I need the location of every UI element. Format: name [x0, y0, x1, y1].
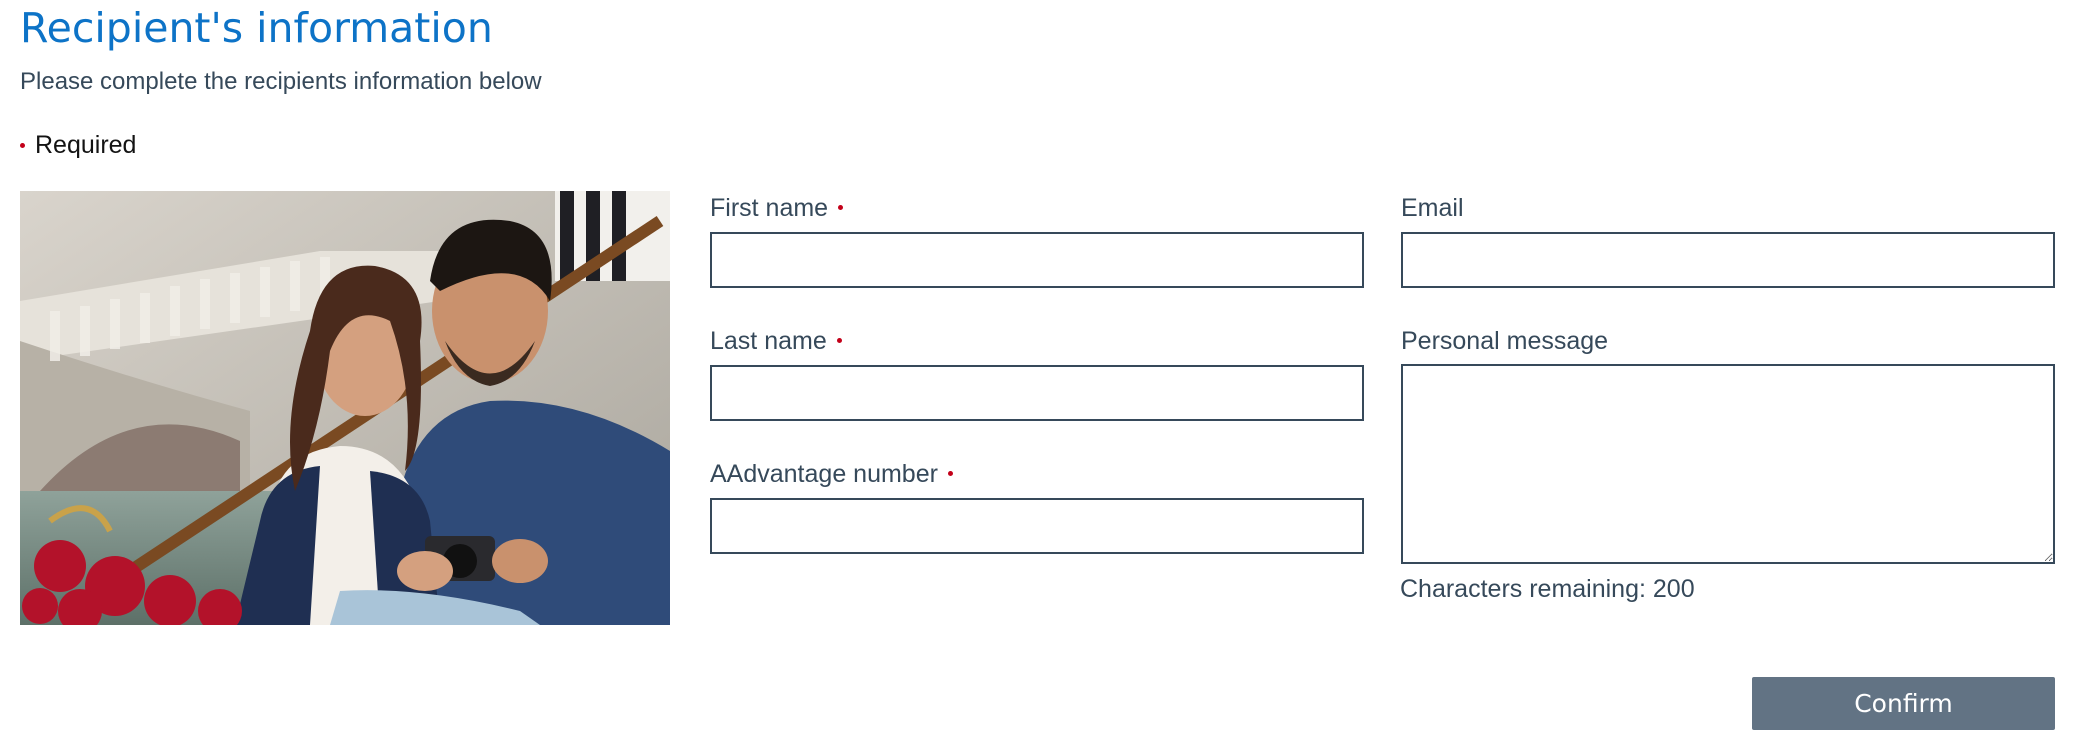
personal-message-label-text: Personal message: [1401, 327, 1609, 355]
required-dot-icon: [836, 337, 842, 343]
email-input[interactable]: [1401, 232, 2055, 288]
page-title: Recipient's information: [20, 4, 493, 52]
required-legend: Required: [20, 131, 136, 160]
characters-remaining: Characters remaining: 200: [1400, 575, 1695, 603]
aadvantage-number-label-text: AAdvantage number: [710, 460, 938, 488]
first-name-label-text: First name: [710, 194, 829, 222]
couple-photo: [20, 191, 670, 625]
personal-message-textarea[interactable]: [1401, 364, 2055, 564]
confirm-button[interactable]: Confirm: [1752, 677, 2055, 730]
first-name-label: First name: [710, 194, 844, 223]
aadvantage-number-input[interactable]: [710, 498, 1364, 554]
personal-message-label: Personal message: [1401, 327, 1608, 356]
required-dot-icon: [20, 143, 25, 148]
last-name-label: Last name: [710, 327, 842, 356]
email-label: Email: [1401, 194, 1464, 223]
required-dot-icon: [947, 470, 953, 476]
page-subtitle: Please complete the recipients informati…: [20, 68, 542, 95]
last-name-input[interactable]: [710, 365, 1364, 421]
required-legend-label: Required: [35, 131, 137, 159]
required-dot-icon: [838, 204, 844, 210]
first-name-input[interactable]: [710, 232, 1364, 288]
last-name-label-text: Last name: [710, 327, 827, 355]
aadvantage-number-label: AAdvantage number: [710, 460, 953, 489]
email-label-text: Email: [1401, 194, 1464, 222]
couple-in-gondola-image: [20, 191, 670, 625]
